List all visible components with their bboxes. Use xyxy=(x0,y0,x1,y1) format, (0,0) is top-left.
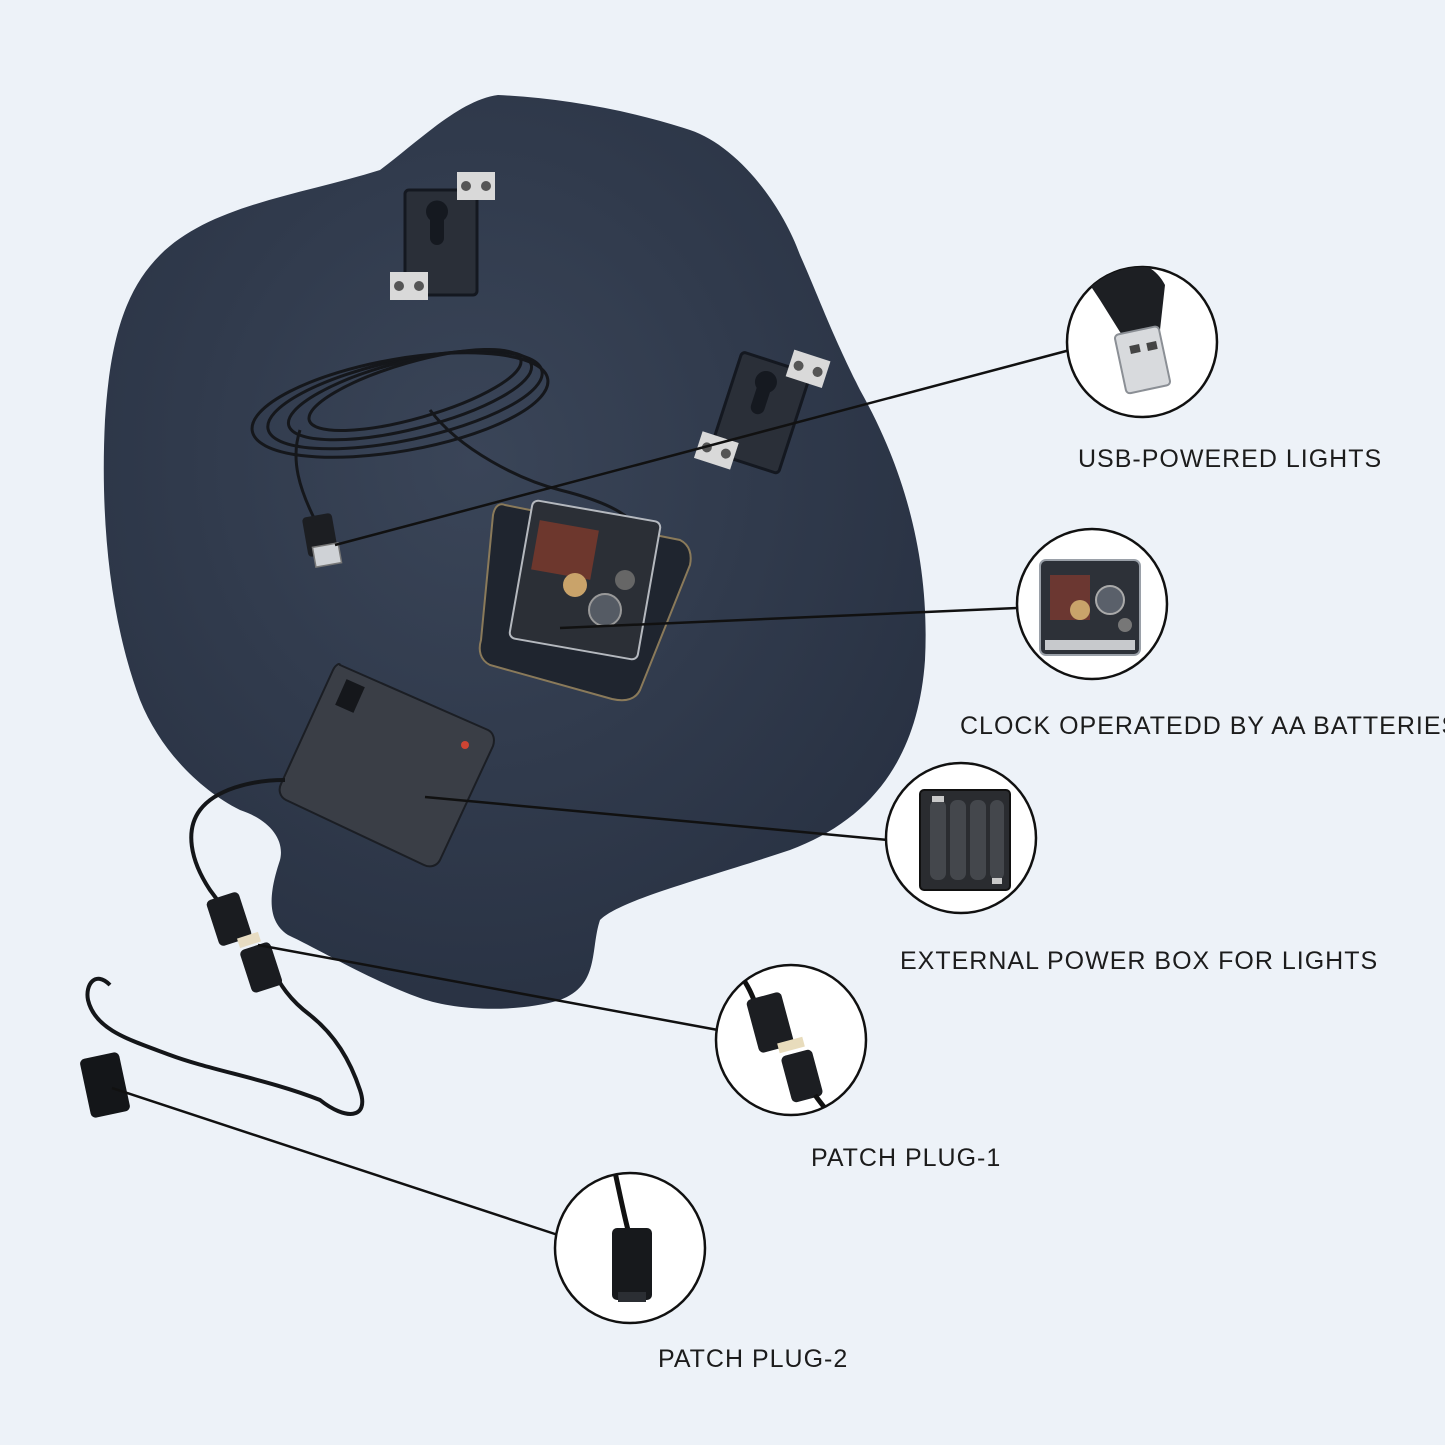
callout-battery-holder-icon xyxy=(884,761,1038,915)
callout-connector-plug-icon xyxy=(553,1171,707,1325)
callout-lines xyxy=(111,348,1071,1237)
wall-mount-bracket-right xyxy=(693,349,831,475)
label-patch-plug-2: PATCH PLUG-2 xyxy=(658,1345,849,1373)
patch-plug-1 xyxy=(206,892,283,993)
battery-box xyxy=(278,663,495,868)
wall-mount-bracket-left xyxy=(390,172,495,300)
label-patch-plug-1: PATCH PLUG-1 xyxy=(811,1144,1002,1172)
clock-movement xyxy=(478,499,692,702)
label-clock-aa-batteries: CLOCK OPERATEDD BY AA BATTERIES xyxy=(960,712,1445,740)
callout-clock-movement-icon xyxy=(1015,527,1169,681)
usb-plug xyxy=(302,513,343,568)
label-usb-powered-lights: USB-POWERED LIGHTS xyxy=(1078,445,1383,473)
patch-plug-2 xyxy=(80,1052,130,1118)
label-external-power-box: EXTERNAL POWER BOX FOR LIGHTS xyxy=(900,947,1379,975)
callout-connector-pair-icon xyxy=(714,963,868,1117)
callout-usb-plug-icon xyxy=(1065,265,1219,419)
